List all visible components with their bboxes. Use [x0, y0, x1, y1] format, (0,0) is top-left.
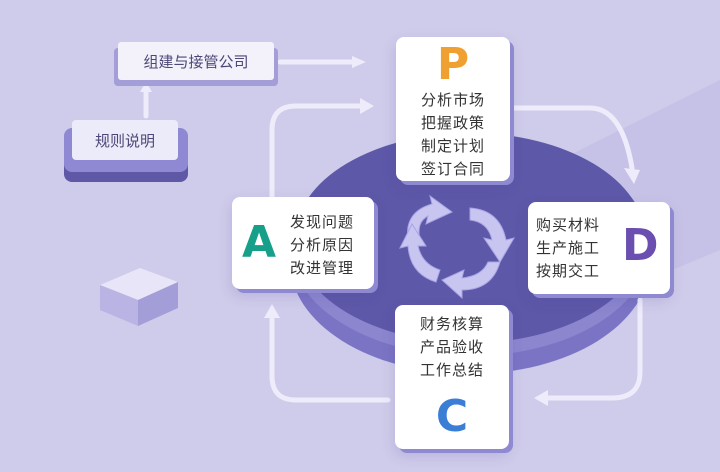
plan-line-4: 签订合同: [420, 160, 485, 178]
plan-line-2: 把握政策: [420, 114, 485, 132]
plan-line-1: 分析市场: [420, 91, 485, 109]
check-line-1: 财务核算: [419, 315, 484, 333]
do-line-2: 生产施工: [536, 239, 601, 257]
cycle-arrows-icon: [399, 194, 516, 300]
do-line-3: 按期交工: [536, 262, 601, 280]
act-line-3: 改进管理: [290, 259, 355, 277]
rules-button-label: 规则说明: [72, 120, 178, 160]
act-letter: A: [242, 217, 277, 268]
act-card[interactable]: A 发现问题 分析原因 改进管理: [232, 197, 374, 289]
cube-decoration: [100, 268, 178, 326]
do-card[interactable]: 购买材料 生产施工 按期交工 D: [528, 202, 670, 294]
act-line-1: 发现问题: [290, 213, 355, 231]
company-button[interactable]: 组建与接管公司: [114, 42, 278, 86]
rules-button[interactable]: 规则说明: [64, 120, 188, 182]
do-line-1: 购买材料: [536, 216, 601, 234]
company-button-label: 组建与接管公司: [118, 42, 274, 80]
do-letter: D: [622, 220, 659, 271]
check-letter: C: [435, 391, 469, 442]
plan-card[interactable]: P 分析市场 把握政策 制定计划 签订合同: [396, 37, 510, 181]
plan-letter: P: [436, 39, 470, 90]
check-line-3: 工作总结: [419, 361, 484, 379]
act-line-2: 分析原因: [290, 236, 355, 254]
check-card[interactable]: 财务核算 产品验收 工作总结 C: [395, 305, 509, 449]
check-line-2: 产品验收: [419, 338, 484, 356]
plan-line-3: 制定计划: [420, 137, 485, 155]
